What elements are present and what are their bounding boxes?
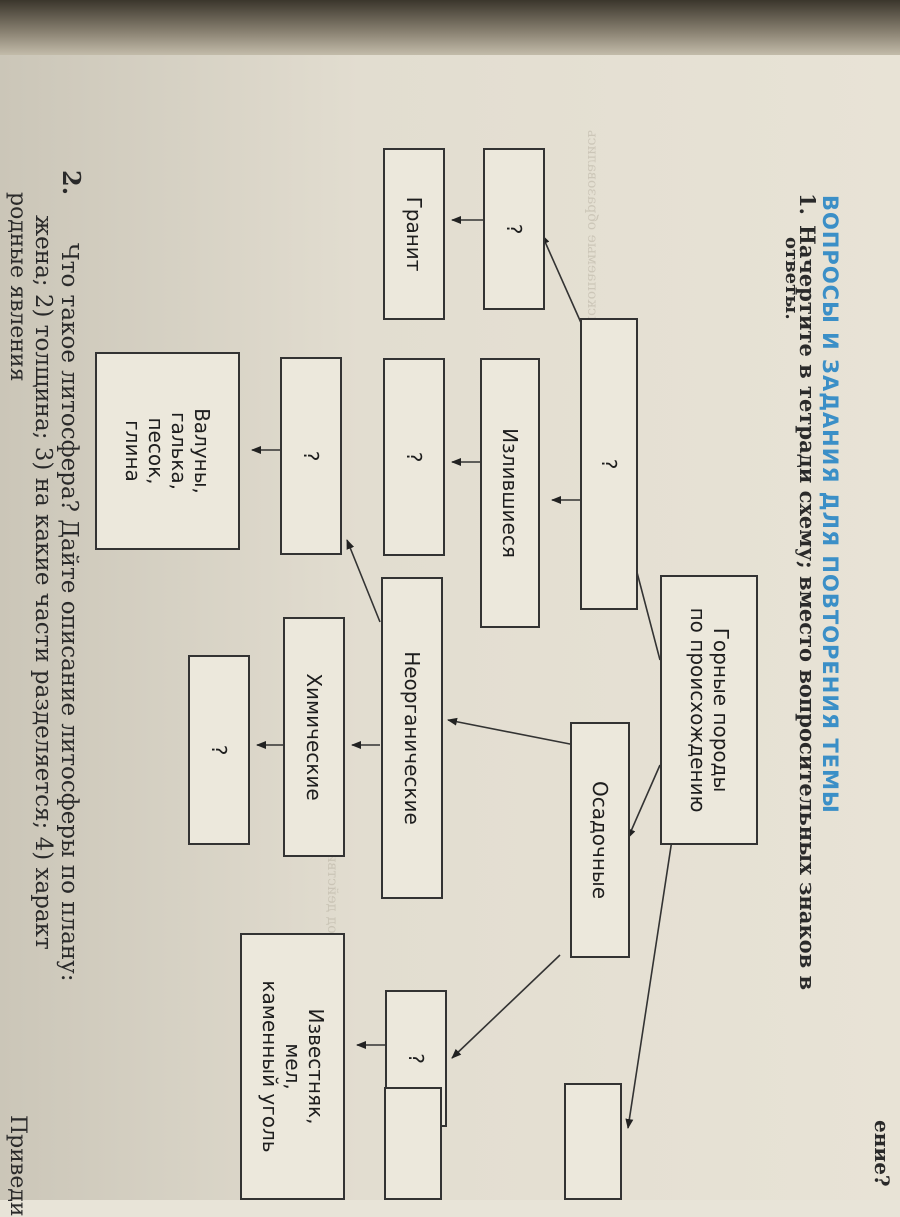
diagram-node-effusive: Излившиеся [480, 358, 540, 628]
arrow-inorganic-clastic [346, 539, 381, 623]
diagram-node-effusive-child-unknown: ? [383, 358, 445, 556]
arrow-sedimentary-inorganic [447, 717, 576, 746]
diagram-node-inorganic: Неорганические [381, 577, 443, 899]
arrow-magmatic-unknown [541, 234, 583, 326]
diagram-root-rocks-by-origin: Горные породы по происхождению [660, 575, 758, 845]
diagram-node-granite: Гранит [383, 148, 445, 320]
diagram-node-clastic-unknown: ? [280, 357, 342, 555]
diagram-node-left-unknown: ? [483, 148, 545, 310]
diagram-node-magmatic-unknown: ? [580, 318, 638, 610]
diagram-node-clastic-examples: Валуны, галька, песок, глина [95, 352, 240, 550]
diagram-node-organic-examples: Известняк, мел, каменный уголь [240, 933, 345, 1200]
diagram-node-chemical-child-unknown: ? [188, 655, 250, 845]
book-spine-shadow [0, 0, 900, 60]
diagram-node-metamorphic-child-placeholder [384, 1087, 442, 1200]
arrow-sedimentary-organic [451, 954, 561, 1059]
arrow-root-sedimentary [627, 764, 661, 839]
arrow-root-metamorphic [625, 819, 676, 1129]
diagram-node-chemical: Химические [283, 617, 345, 857]
diagram-node-sedimentary: Осадочные [570, 722, 630, 958]
diagram-node-metamorphic-placeholder [564, 1083, 622, 1200]
